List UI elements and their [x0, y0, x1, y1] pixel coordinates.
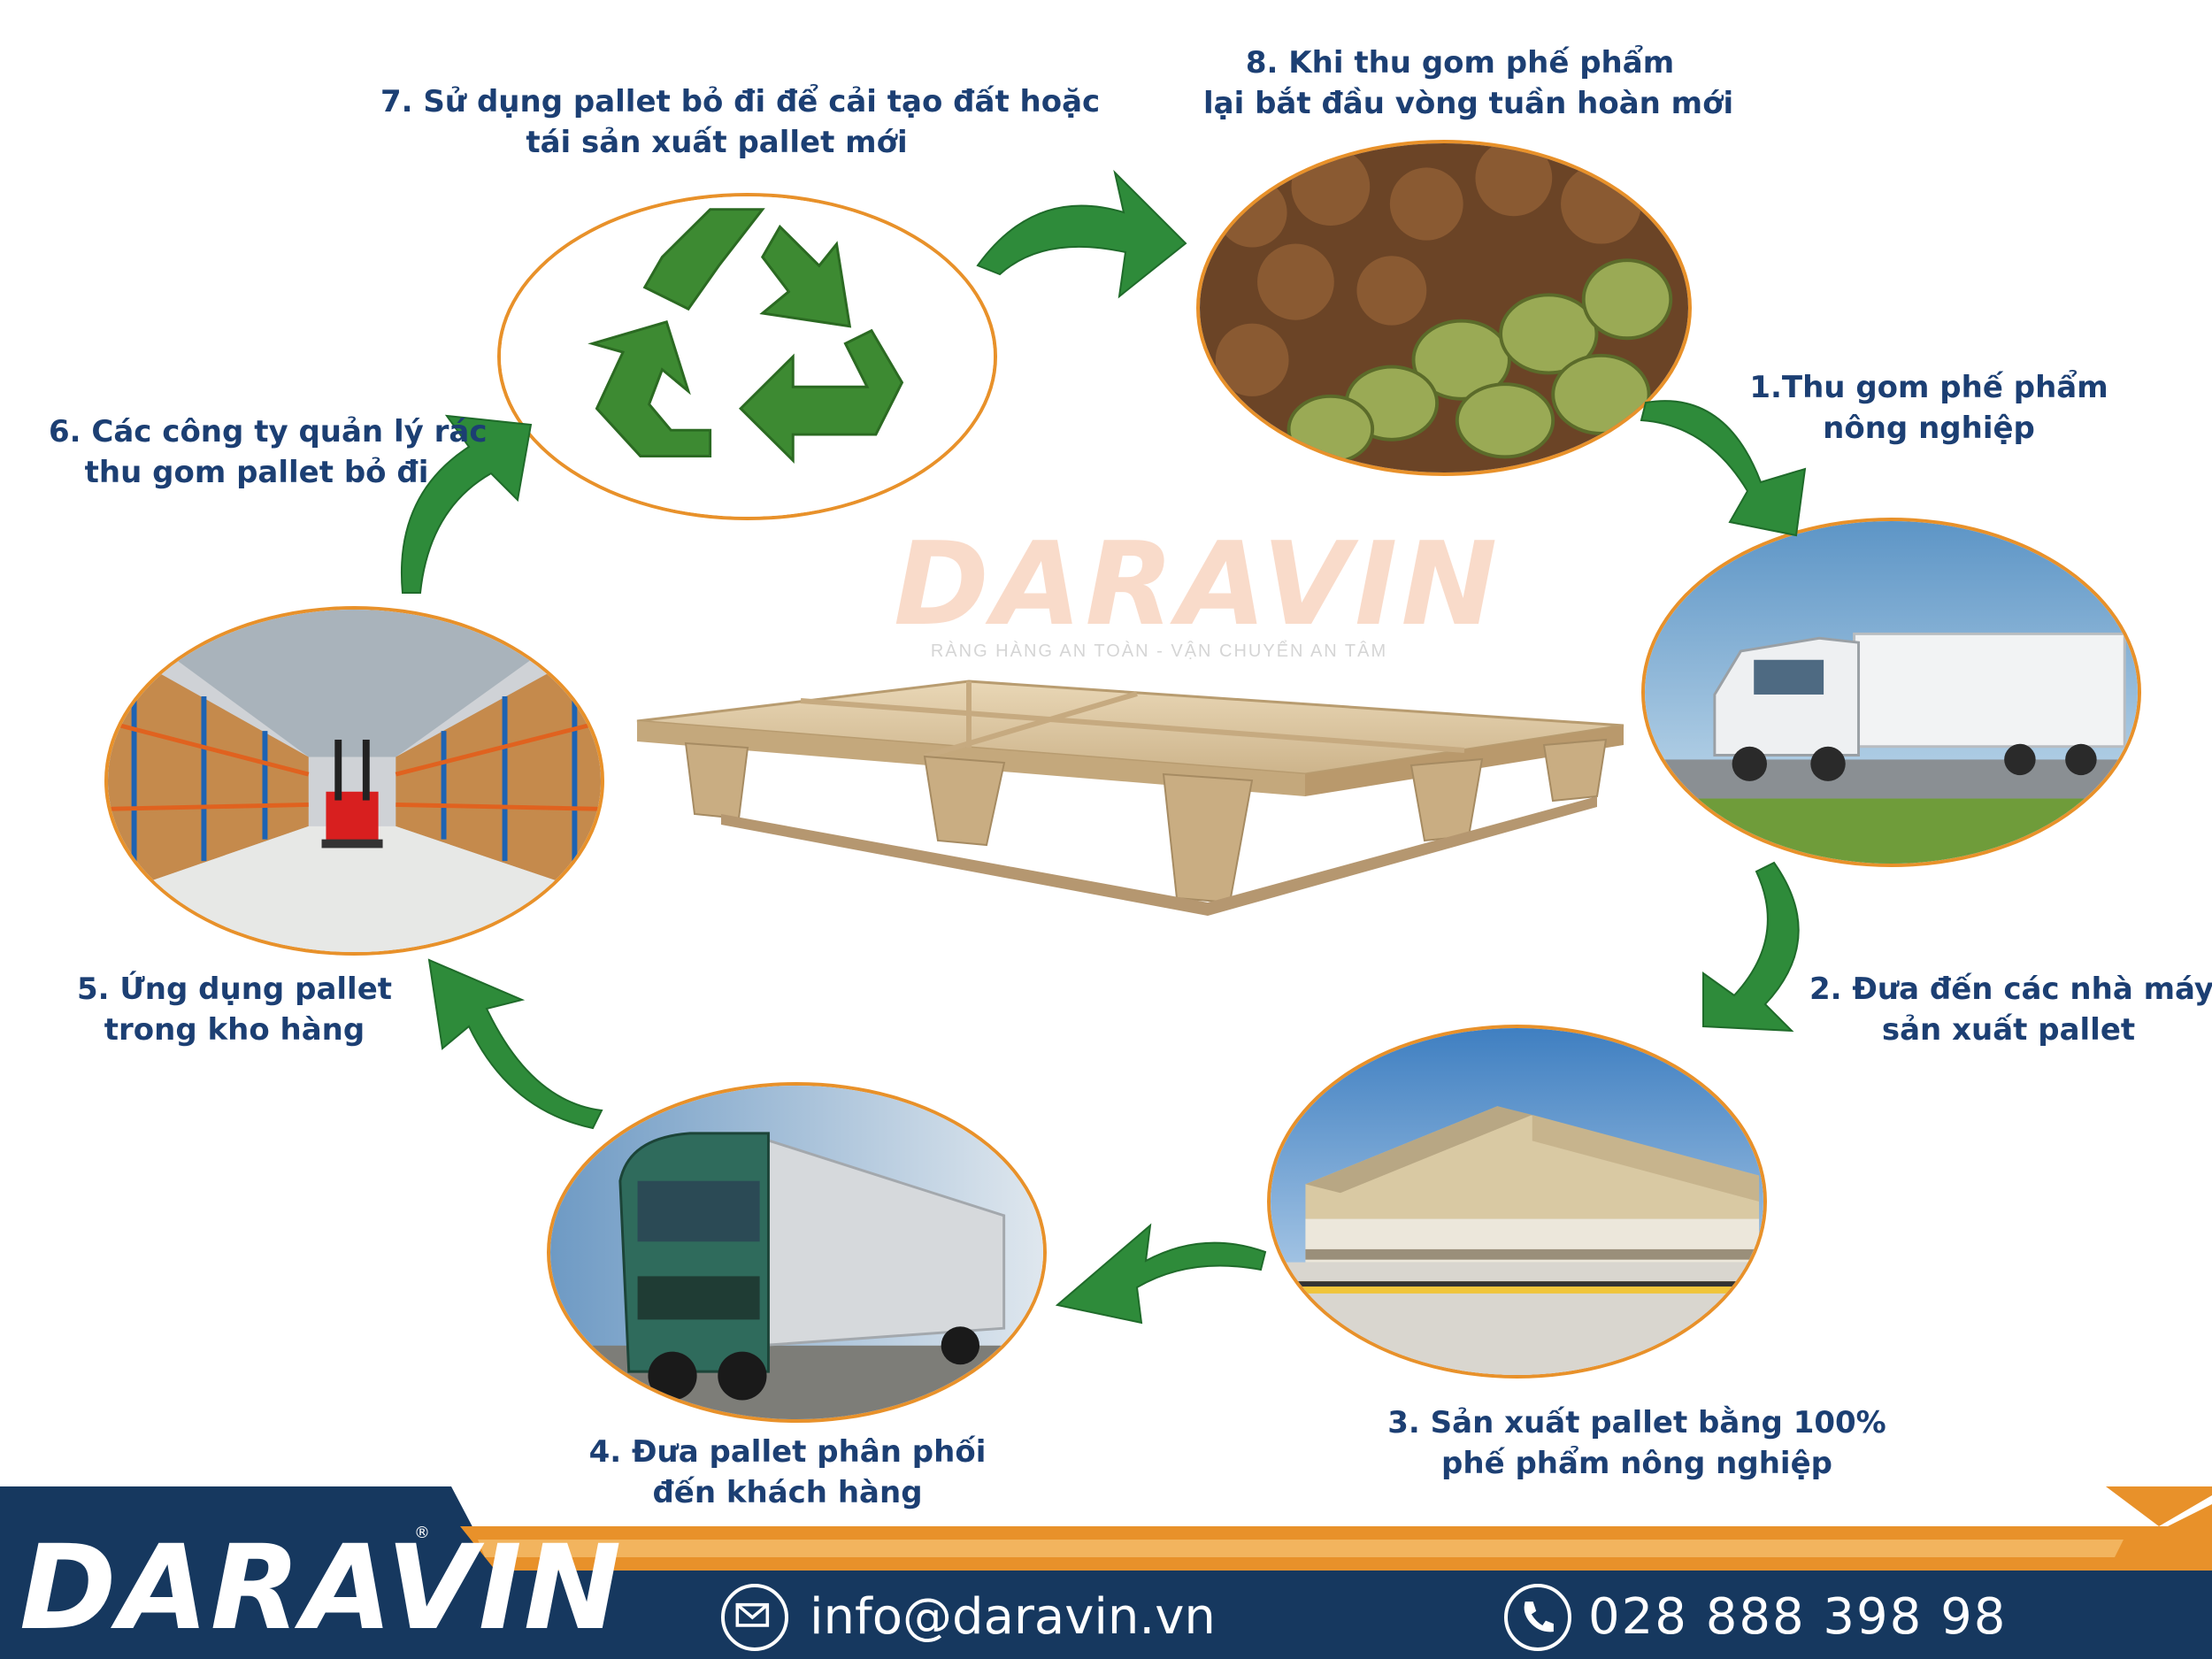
- step-7-caption: 7. Sử dụng pallet bỏ đi để cải tạo đất h…: [380, 81, 1101, 163]
- step-8-line1: 8. Khi thu gom phế phẩm: [1245, 45, 1675, 81]
- arrow-4-to-5: [427, 958, 603, 1130]
- step-3-line1: 3. Sản xuất pallet bằng 100%: [1387, 1405, 1886, 1440]
- agri-waste-image: [1196, 140, 1692, 476]
- phone-icon: [1504, 1584, 1571, 1651]
- factory-image: [1267, 1025, 1767, 1379]
- step-1-line2: nông nghiệp: [1823, 411, 2035, 446]
- recycle-icon-image: [497, 193, 997, 520]
- footer-logo: DARAVIN: [19, 1520, 624, 1656]
- step-7-line1: 7. Sử dụng pallet bỏ đi để cải tạo đất h…: [380, 84, 1101, 119]
- footer-phone[interactable]: 028 888 398 98: [1588, 1588, 2008, 1646]
- pallet-image: [636, 680, 1624, 916]
- arrow-7-to-8: [976, 169, 1187, 299]
- step-1-caption: 1.Thu gom phế phẩm nông nghiệp: [1730, 367, 2128, 449]
- arrow-2-to-4: [1055, 1223, 1267, 1325]
- step-4-line1: 4. Đưa pallet phân phối: [588, 1434, 987, 1470]
- watermark-logo: DARAVIN: [894, 517, 1502, 651]
- step-6-line2: thu gom pallet bỏ đi: [84, 455, 429, 490]
- footer-band: [0, 1486, 2212, 1659]
- step-4-caption: 4. Đưa pallet phân phối đến khách hàng: [566, 1432, 1009, 1513]
- step-6-line1: 6. Các công ty quản lý rác: [49, 414, 488, 449]
- step-3-caption: 3. Sản xuất pallet bằng 100% phế phẩm nô…: [1380, 1402, 1893, 1484]
- step-2-caption: 2. Đưa đến các nhà máy sản xuất pallet: [1809, 969, 2212, 1050]
- arrow-8-to-1: [1640, 400, 1807, 537]
- step-6-caption: 6. Các công ty quản lý rác thu gom palle…: [49, 411, 488, 493]
- step-5-caption: 5. Ứng dụng pallet trong kho hàng: [53, 969, 416, 1050]
- watermark: DARAVIN RÀNG HÀNG AN TOÀN - VẬN CHUYỂN A…: [894, 517, 1502, 662]
- step-1-line1: 1.Thu gom phế phẩm: [1749, 370, 2108, 405]
- step-5-line2: trong kho hàng: [104, 1012, 365, 1048]
- step-3-line2: phế phẩm nông nghiệp: [1441, 1446, 1832, 1481]
- step-2-line2: sản xuất pallet: [1881, 1012, 2136, 1048]
- step-8-caption: 8. Khi thu gom phế phẩm lại bắt đầu vòng…: [1203, 42, 1734, 124]
- arrow-5-to-7: [401, 414, 533, 594]
- green-truck-image: [547, 1082, 1047, 1423]
- warehouse-image: [104, 606, 604, 956]
- watermark-tagline: RÀNG HÀNG AN TOÀN - VẬN CHUYỂN AN TÂM: [930, 641, 1388, 661]
- footer-logo-registered: ®: [414, 1524, 430, 1542]
- white-truck-image: [1641, 518, 2141, 867]
- email-icon: [721, 1584, 788, 1651]
- step-2-line1: 2. Đưa đến các nhà máy: [1809, 972, 2212, 1007]
- step-4-line2: đến khách hàng: [652, 1475, 923, 1510]
- footer-email[interactable]: info@daravin.vn: [810, 1588, 1216, 1646]
- arrow-1-to-2: [1702, 861, 1800, 1033]
- recycle-icon: [501, 196, 994, 517]
- step-5-line1: 5. Ứng dụng pallet: [76, 972, 393, 1007]
- step-7-line2: tái sản xuất pallet mới: [526, 125, 908, 160]
- step-8-line2: lại bắt đầu vòng tuần hoàn mới: [1203, 86, 1734, 121]
